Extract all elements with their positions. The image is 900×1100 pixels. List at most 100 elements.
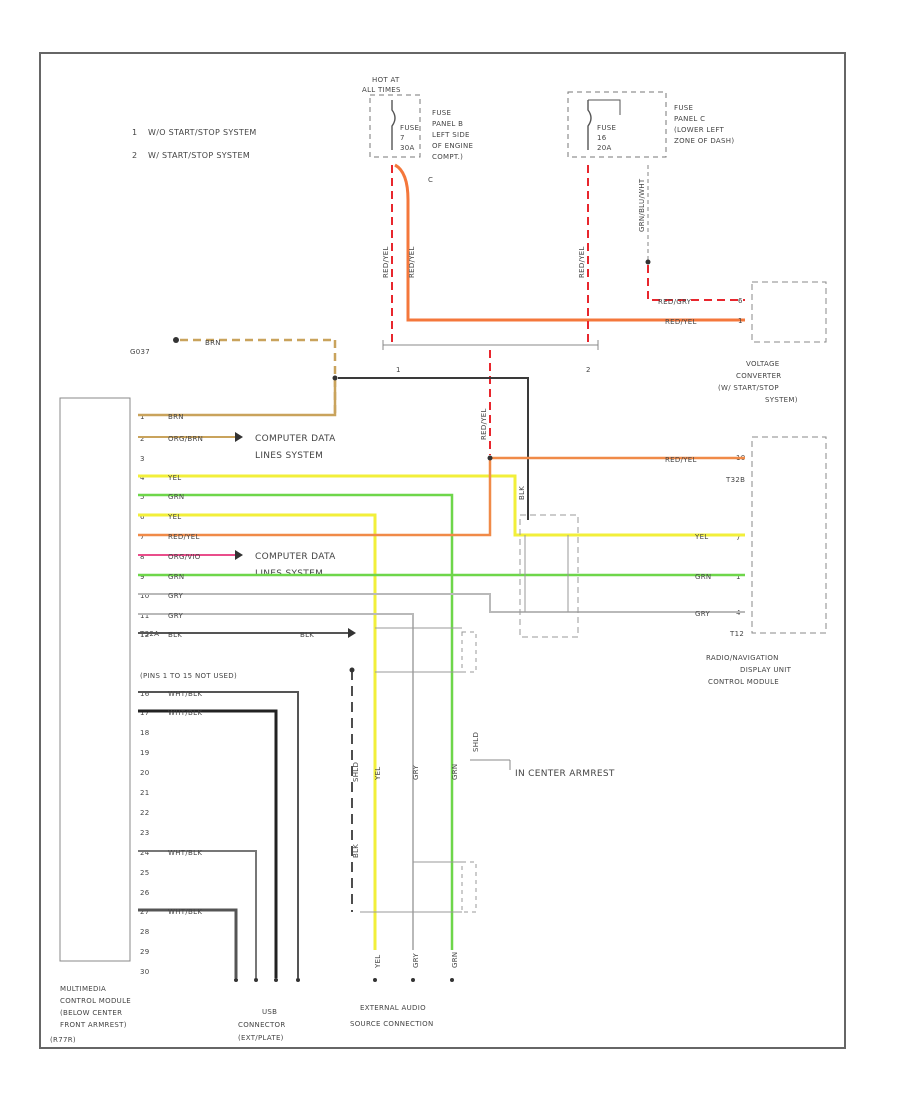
- multimedia-pin-20: 20: [140, 769, 150, 777]
- fuse-16: FUSE 16 20A FUSE PANEL C (LOWER LEFT ZON…: [567, 91, 734, 158]
- wire-label-red-yel-3: RED/YEL: [578, 246, 586, 278]
- computer-data-1a: COMPUTER DATA: [255, 434, 336, 444]
- radio-label-2: DISPLAY UNIT: [740, 666, 792, 674]
- multimedia-pin-22: 22: [140, 809, 150, 817]
- external-label-1: EXTERNAL AUDIO: [360, 1004, 426, 1012]
- legend-num-2: 2: [132, 151, 137, 160]
- radio-t32b: T32B: [725, 476, 745, 484]
- module-wires: ORG/BRN COMPUTER DATA LINES SYSTEM YEL G…: [138, 432, 745, 978]
- wire-label-red-yel-5: RED/YEL: [665, 318, 697, 326]
- fuse-16-panel-3: (LOWER LEFT: [674, 126, 725, 134]
- mm-label-2: CONTROL MODULE: [60, 997, 131, 1005]
- multimedia-pin-5: 5: [140, 493, 145, 501]
- multimedia-pin-8: 8: [140, 553, 145, 561]
- wire-label-usb-3: WHT/BLK: [168, 849, 202, 857]
- radio-pin-3: 1: [736, 573, 741, 581]
- wire-label-brn-pin1: BRN: [168, 413, 184, 421]
- fuse-7-panel-1: FUSE: [432, 109, 451, 117]
- radio-pin-2: 7: [736, 534, 741, 542]
- fuse-7-amps: 30A: [400, 144, 415, 152]
- wire-label-grn-3: GRN: [695, 573, 711, 581]
- wire-label-usb-2: WHT/BLK: [168, 709, 202, 717]
- usb-label-3: (EXT/PLATE): [238, 1034, 284, 1042]
- fuse-16-amps: 20A: [597, 144, 612, 152]
- legend-text-1: W/O START/STOP SYSTEM: [148, 128, 257, 137]
- multimedia-pin-labels: 1234567891011121617181920212223242526272…: [140, 413, 150, 976]
- wire-label-usb-4: WHT/BLK: [168, 908, 202, 916]
- diagram-frame: [39, 52, 846, 1049]
- vc-label-4: SYSTEM): [765, 396, 798, 404]
- usb-label-2: CONNECTOR: [238, 1021, 286, 1029]
- wire-label-blk-4: BLK: [352, 844, 360, 858]
- wire-label-gry-3: GRY: [168, 612, 183, 620]
- mm-label-1: MULTIMEDIA: [60, 985, 106, 993]
- multimedia-pin-19: 19: [140, 749, 150, 757]
- mm-label-4: FRONT ARMREST): [60, 1021, 127, 1029]
- multimedia-pin-10: 10: [140, 592, 150, 600]
- computer-data-1b: LINES SYSTEM: [255, 451, 323, 461]
- connector-c: C: [428, 176, 433, 184]
- hot-label: HOT AT: [372, 76, 400, 84]
- power-wires: 1 2: [382, 163, 745, 455]
- legend: 1 W/O START/STOP SYSTEM 2 W/ START/STOP …: [132, 128, 257, 160]
- fuse-7-panel-2: PANEL B: [432, 120, 463, 128]
- radio-connector-block: YEL: [519, 514, 709, 638]
- multimedia-pin-16: 16: [140, 690, 150, 698]
- mm-pins-note: (PINS 1 TO 15 NOT USED): [140, 672, 237, 680]
- wire-label-yel-3: YEL: [694, 533, 709, 541]
- multimedia-pin-2: 2: [140, 435, 145, 443]
- hot-label-2: ALL TIMES: [362, 86, 401, 94]
- fuse-16-panel-4: ZONE OF DASH): [674, 137, 734, 145]
- wire-label-grn-5: GRN: [451, 952, 459, 968]
- vc-label-1: VOLTAGE: [746, 360, 779, 368]
- fuse-16-num: 16: [597, 134, 607, 142]
- external-audio-block: SHLD BLK YEL GRY GRN YEL GRY GRN SHLD IN…: [349, 627, 615, 1028]
- multimedia-pin-17: 17: [140, 709, 150, 717]
- wire-label-red-yel-1: RED/YEL: [382, 246, 390, 278]
- wire-label-red-yel-7: RED/YEL: [665, 456, 697, 464]
- wire-label-org-vio: ORG/VIO: [168, 553, 201, 561]
- bottom-pin-markers: [234, 978, 454, 982]
- radio-navigation-unit: 10 T32B 7 1 4 T12 RADIO/NAVIGATION DISPL…: [706, 436, 827, 686]
- radio-t12: T12: [729, 630, 744, 638]
- external-label-2: SOURCE CONNECTION: [350, 1020, 434, 1028]
- armrest-label: IN CENTER ARMREST: [515, 769, 615, 779]
- wire-label-gry-2: GRY: [695, 610, 710, 618]
- vc-pin-a: 6: [738, 297, 743, 305]
- usb-connector: USB CONNECTOR (EXT/PLATE): [238, 1008, 286, 1042]
- wire-label-grn-1: GRN: [168, 493, 184, 501]
- vc-label-3: (W/ START/STOP: [718, 384, 779, 392]
- multimedia-pin-6: 6: [140, 513, 145, 521]
- multimedia-pin-26: 26: [140, 889, 150, 897]
- fuse-7-panel-5: COMPT.): [432, 153, 463, 161]
- radio-label-3: CONTROL MODULE: [708, 678, 779, 686]
- wire-label-gry-5: GRY: [412, 953, 420, 968]
- wire-label-blk-1: BLK: [518, 486, 526, 500]
- wire-label-org-brn: ORG/BRN: [168, 435, 203, 443]
- radio-label-1: RADIO/NAVIGATION: [706, 654, 779, 662]
- splice-label-1: 1: [396, 366, 401, 374]
- wire-label-gry-4: GRY: [412, 765, 420, 780]
- fuse-16-panel-2: PANEL C: [674, 115, 705, 123]
- multimedia-pin-30: 30: [140, 968, 150, 976]
- wire-label-red-yel-2: RED/YEL: [408, 246, 416, 278]
- computer-data-2a: COMPUTER DATA: [255, 552, 336, 562]
- fuse-7-label: FUSE: [400, 124, 419, 132]
- multimedia-pin-21: 21: [140, 789, 150, 797]
- vc-label-2: CONVERTER: [736, 372, 781, 380]
- wire-label-blk-3: BLK: [300, 631, 314, 639]
- fuse-16-panel-1: FUSE: [674, 104, 693, 112]
- fuse-7-num: 7: [400, 134, 405, 142]
- multimedia-pin-25: 25: [140, 869, 150, 877]
- wire-label-grn-blu-wht: GRN/BLU/WHT: [638, 178, 646, 232]
- wire-label-blk-2: BLK: [168, 631, 182, 639]
- wire-label-usb-1: WHT/BLK: [168, 690, 202, 698]
- multimedia-pin-7: 7: [140, 533, 145, 541]
- wire-label-yel-5: YEL: [374, 955, 382, 970]
- wire-label-gry-1: GRY: [168, 592, 183, 600]
- multimedia-pin-29: 29: [140, 948, 150, 956]
- voltage-converter: 6 1 VOLTAGE CONVERTER (W/ START/STOP SYS…: [718, 281, 827, 404]
- wire-label-shld-2: SHLD: [472, 732, 480, 752]
- multimedia-pin-1: 1: [140, 413, 145, 421]
